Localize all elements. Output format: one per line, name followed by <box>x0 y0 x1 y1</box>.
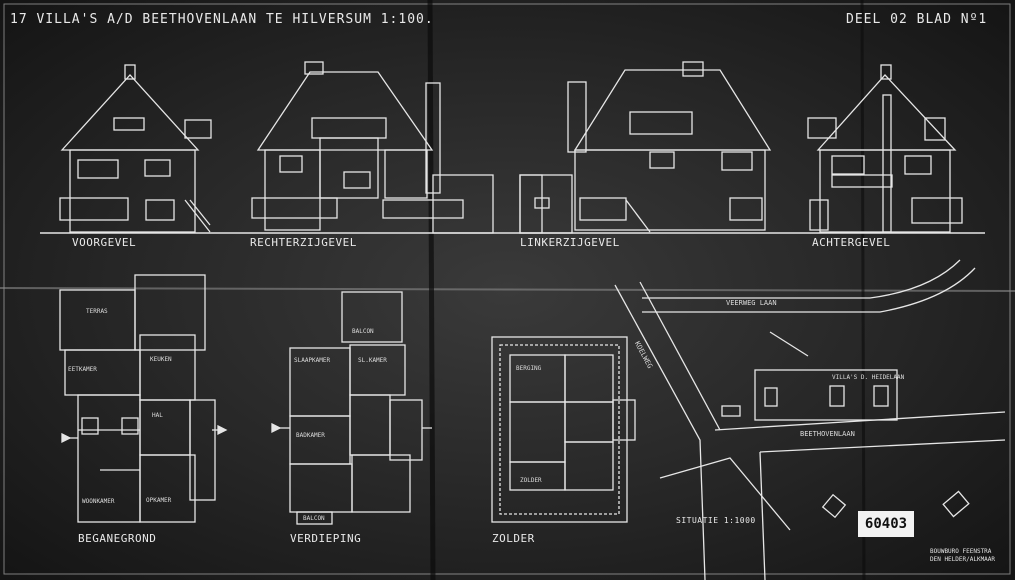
sheet-title: 17 VILLA'S A/D BEETHOVENLAAN TE HILVERSU… <box>10 12 434 27</box>
room-label: SL.KAMER <box>358 357 387 364</box>
street-label: BEETHOVENLAAN <box>800 430 855 438</box>
site-plan-title: SITUATIE 1:1000 <box>676 516 756 525</box>
room-label: BALCON <box>352 328 374 335</box>
archive-stamp: 60403 <box>858 511 914 537</box>
elevation-rechterzijgevel <box>251 61 494 234</box>
elevation-voorgevel <box>59 64 212 233</box>
site-plan <box>614 259 1006 580</box>
room-label: HAL <box>152 412 163 419</box>
room-label: SLAAPKAMER <box>294 357 331 364</box>
label-linkerzijgevel: LINKERZIJGEVEL <box>520 236 620 249</box>
plan-verdieping <box>271 291 432 525</box>
site-marker-label: VILLA'S D. HEIDELAAN <box>832 374 905 381</box>
label-rechterzijgevel: RECHTERZIJGEVEL <box>250 236 357 249</box>
plan-zolder <box>491 336 636 523</box>
room-label: BADKAMER <box>296 432 325 439</box>
room-label: BALCON <box>303 515 325 522</box>
label-achtergevel: ACHTERGEVEL <box>812 236 891 249</box>
elevation-linkerzijgevel <box>519 61 772 234</box>
plan-title-beganegrond: BEGANEGROND <box>78 532 157 545</box>
elevation-achtergevel <box>807 64 963 233</box>
plan-title-verdieping: VERDIEPING <box>290 532 362 545</box>
room-label: OPKAMER <box>146 497 172 504</box>
sheet-reference: DEEL 02 BLAD Nº1 <box>846 12 988 27</box>
maker-credit: BOUWBURO FEENSTRA DEN HELDER/ALKMAAR <box>930 548 996 563</box>
room-label: ZOLDER <box>520 477 542 484</box>
room-label: BERGING <box>516 365 542 372</box>
label-voorgevel: VOORGEVEL <box>72 236 137 249</box>
room-label: WOONKAMER <box>82 498 115 505</box>
room-label: KEUKEN <box>150 356 172 363</box>
street-label: VEERWEG LAAN <box>726 299 777 307</box>
plan-beganegrond <box>59 274 228 523</box>
room-label: EETKAMER <box>68 366 97 373</box>
plan-title-zolder: ZOLDER <box>492 532 535 545</box>
room-label: TERRAS <box>86 308 108 315</box>
